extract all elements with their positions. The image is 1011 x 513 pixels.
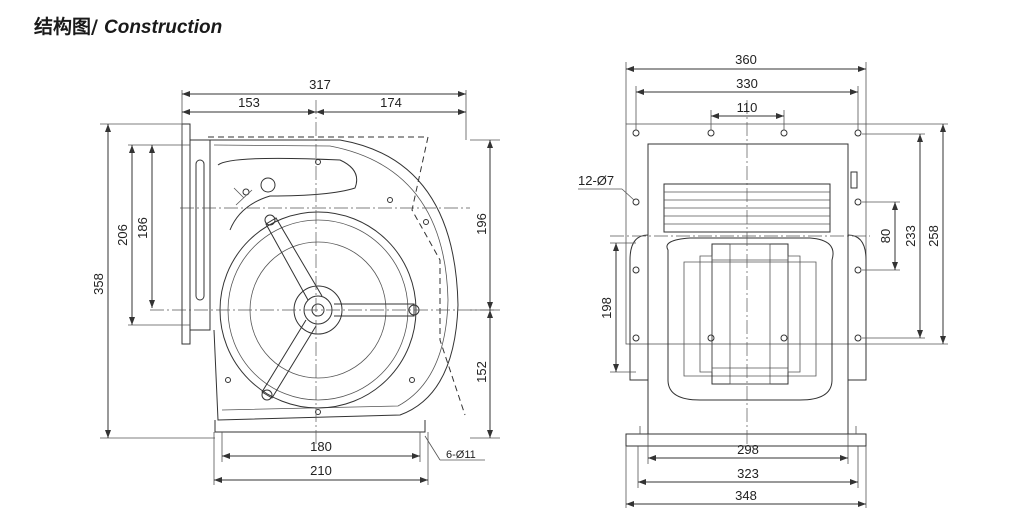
dim-298: 298	[737, 442, 759, 457]
dim-233: 233	[903, 225, 918, 247]
dim-153: 153	[238, 95, 260, 110]
dim-198: 198	[599, 297, 614, 319]
dim-196: 196	[474, 213, 489, 235]
dim-348: 348	[735, 488, 757, 503]
right-housing	[610, 100, 870, 447]
left-dimensions	[100, 90, 500, 485]
dim-110: 110	[737, 100, 758, 115]
dim-206: 206	[115, 224, 130, 246]
left-dimension-labels: 317 153 174 358 206 186 196 152 180 210 …	[91, 77, 489, 478]
title-chinese: 结构图/	[34, 16, 98, 38]
dim-258: 258	[926, 225, 941, 247]
dim-330: 330	[736, 76, 758, 91]
right-dimensions	[578, 62, 948, 508]
dim-152: 152	[474, 361, 489, 383]
dim-360: 360	[735, 52, 757, 67]
dim-80: 80	[878, 229, 893, 243]
dim-6-holes: 6-Ø11	[446, 449, 476, 461]
dim-12-holes: 12-Ø7	[578, 173, 614, 188]
left-housing	[150, 100, 495, 445]
dim-317: 317	[309, 77, 331, 92]
title-english: Construction	[104, 17, 223, 38]
left-view: 317 153 174 358 206 186 196 152 180 210 …	[91, 77, 500, 485]
dim-210: 210	[310, 463, 332, 478]
page-title: 结构图/ Construction	[34, 12, 222, 39]
right-view: 360 330 110 12-Ø7 80 233 258 198 298 323…	[578, 52, 948, 508]
dim-180: 180	[310, 439, 332, 454]
right-dimension-labels: 360 330 110 12-Ø7 80 233 258 198 298 323…	[578, 52, 941, 503]
dim-186: 186	[135, 217, 150, 239]
dim-358: 358	[91, 273, 106, 295]
dim-174: 174	[380, 95, 402, 110]
dim-323: 323	[737, 466, 759, 481]
